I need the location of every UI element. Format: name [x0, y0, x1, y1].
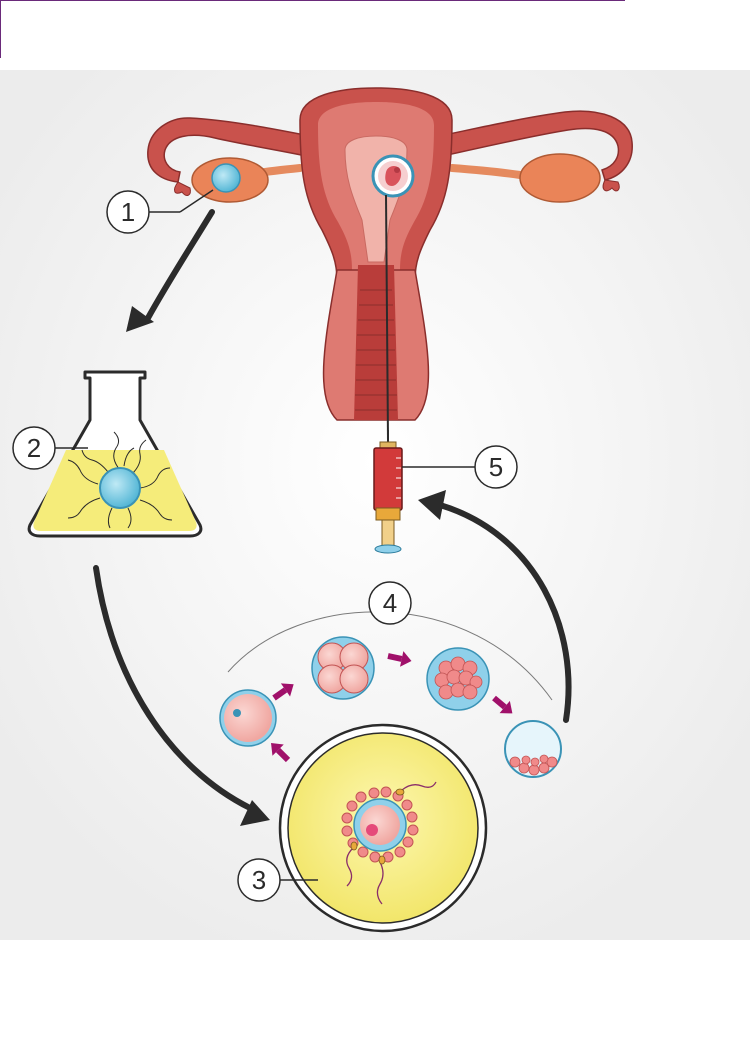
left-border: [0, 0, 1, 58]
step-label-2-text: 2: [27, 433, 41, 463]
petri-dish-icon: [278, 723, 488, 933]
top-border: [0, 0, 625, 1]
bottom-blank: [12, 940, 750, 1041]
arrow-zygote-to-4cell: [272, 683, 294, 701]
left-tube-fimbria: [174, 181, 191, 196]
blastocyst-icon: [504, 720, 562, 778]
left-fallopian-tube: [147, 117, 331, 183]
step-label-2: 2: [12, 426, 88, 470]
syringe-icon: [373, 430, 403, 554]
arrowhead-flask: [126, 306, 154, 332]
flask-egg: [99, 467, 141, 509]
arrow-4cell-to-morula: [387, 651, 412, 667]
culture-flask-icon: [27, 370, 203, 538]
arrow-flask-to-dish: [93, 565, 253, 811]
sperm-tails: [67, 431, 173, 529]
catheter-line: [385, 194, 389, 441]
step-label-1-text: 1: [121, 197, 135, 227]
morula-icon: [426, 647, 490, 711]
arrow-dish-to-zygote: [271, 743, 291, 763]
arrowhead-syringe: [418, 490, 446, 520]
zygote-icon: [219, 689, 277, 747]
arrow-morula-to-blastocyst: [492, 695, 513, 714]
right-tube-fimbria: [602, 179, 620, 192]
step-label-5-text: 5: [489, 452, 503, 482]
arrow-blastocyst-to-syringe: [437, 502, 572, 723]
step-label-5: 5: [402, 445, 518, 489]
right-ovary: [519, 153, 601, 203]
arrowhead-dish: [240, 800, 270, 826]
step-label-3: 3: [237, 858, 318, 902]
arrow-ovary-to-flask: [145, 209, 215, 321]
stage-arrows: [271, 651, 513, 763]
dish-sperm: [346, 781, 437, 905]
uterus-illustration: [147, 87, 633, 441]
four-cell-embryo-icon: [311, 636, 375, 700]
process-arrows: [93, 209, 572, 811]
step-label-3-text: 3: [252, 865, 266, 895]
step-label-1: 1: [106, 189, 214, 234]
arrow-heads: [126, 306, 446, 826]
step-label-4: 4: [368, 581, 412, 625]
ovary-egg-icon: [211, 163, 241, 193]
step-label-4-text: 4: [383, 588, 397, 618]
cervical-canal: [354, 265, 398, 420]
